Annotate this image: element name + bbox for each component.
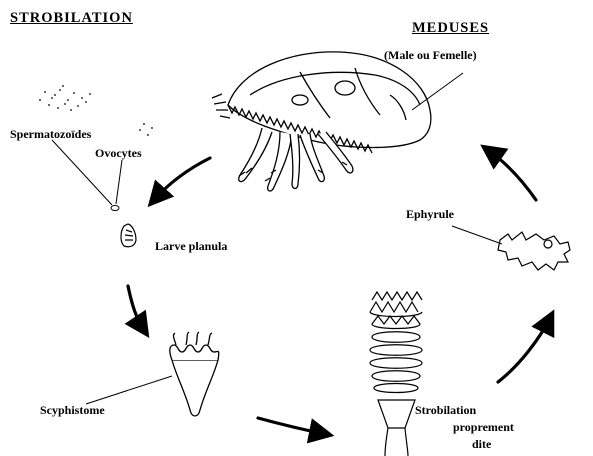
meduses-subtitle: (Male ou Femelle)	[384, 49, 477, 62]
ephyrule-illustration	[452, 226, 570, 270]
strobilation-label-line3: dite	[472, 438, 491, 451]
arrow-strobila-to-ephyrule	[498, 318, 550, 382]
medusa-illustration	[212, 52, 463, 191]
larve-planula-label: Larve planula	[155, 240, 227, 253]
arrow-scyphistome-to-strobila	[258, 418, 325, 434]
arrow-planula-to-scyphistome	[128, 286, 144, 330]
scyphistome-label: Scyphistome	[40, 404, 105, 417]
scyphistome-illustration	[86, 332, 219, 416]
arrow-medusa-to-gametes	[154, 158, 210, 200]
spermatozoides-label: Spermatozoïdes	[10, 128, 91, 141]
strobilation-label-line1: Strobilation	[415, 404, 476, 417]
diagram-title: STROBILATION	[10, 12, 133, 25]
ephyrule-label: Ephyrule	[406, 208, 454, 221]
strobila-illustration	[370, 292, 422, 456]
strobilation-label-line2: proprement	[453, 421, 514, 434]
arrow-ephyrule-to-medusa	[488, 150, 536, 200]
planula-larva-illustration	[121, 224, 136, 247]
egg-icon	[111, 206, 119, 211]
meduses-title: MEDUSES	[412, 22, 489, 35]
ovocytes-label: Ovocytes	[95, 147, 142, 160]
